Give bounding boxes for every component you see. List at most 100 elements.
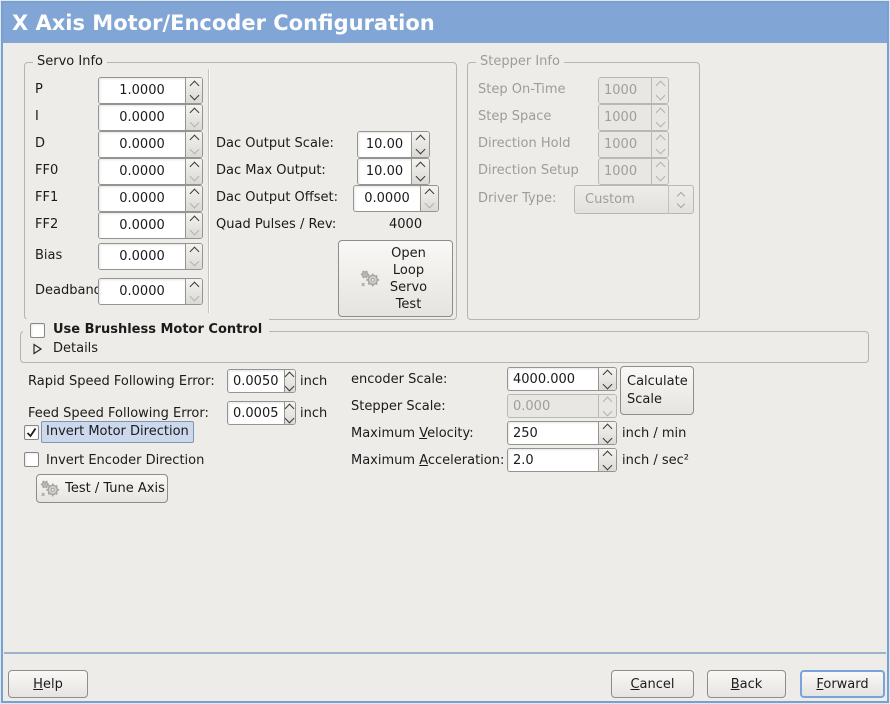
ff2-input[interactable]: 0.0000 <box>99 213 185 238</box>
spin-down-button[interactable] <box>189 198 199 209</box>
spin-up-button[interactable] <box>189 188 199 199</box>
feed-error-spinbox: 0.0005 <box>227 401 296 425</box>
spin-up-button[interactable] <box>284 371 295 381</box>
use-brushless-checkbox[interactable] <box>30 322 45 338</box>
feed-error-unit: inch <box>300 406 328 421</box>
details-label: Details <box>53 341 99 356</box>
d-spinbox: 0.0000 <box>98 131 203 158</box>
direction-hold-input: 1000 <box>599 132 651 157</box>
calculate-scale-button[interactable]: Calculate Scale <box>620 366 694 415</box>
help-label: Help <box>33 676 63 692</box>
spin-down-button[interactable] <box>415 171 426 182</box>
spin-down-button <box>655 117 665 128</box>
spin-down-button[interactable] <box>189 117 199 128</box>
param-label-ff2: FF2 <box>35 217 59 232</box>
max-velocity-spinbox: 250 <box>507 421 617 445</box>
max-velocity-input[interactable]: 250 <box>508 422 598 444</box>
param-label-deadband: Deadband <box>35 283 102 298</box>
ff0-input[interactable]: 0.0000 <box>99 159 185 184</box>
spin-up-button[interactable] <box>602 423 613 433</box>
spin-up-button[interactable] <box>189 80 199 91</box>
encoder-scale-label: encoder Scale: <box>351 372 448 387</box>
p-input[interactable]: 1.0000 <box>99 78 185 103</box>
dac-max-output-input[interactable]: 10.00 <box>358 159 411 184</box>
invert-encoder-label[interactable]: Invert Encoder Direction <box>46 453 205 468</box>
direction-setup-input: 1000 <box>599 159 651 184</box>
servo-frame-divider <box>208 69 210 313</box>
bias-input[interactable]: 0.0000 <box>99 244 185 269</box>
rapid-error-input[interactable]: 0.0050 <box>228 370 284 392</box>
max-accel-input[interactable]: 2.0 <box>508 449 598 471</box>
spin-down-button[interactable] <box>602 433 613 443</box>
help-button[interactable]: Help <box>8 670 88 698</box>
step-on-time-input: 1000 <box>599 78 651 103</box>
spin-down-button[interactable] <box>189 90 199 101</box>
spin-up-button[interactable] <box>189 246 199 257</box>
deadband-input[interactable]: 0.0000 <box>99 279 185 304</box>
dac-max-output-label: Dac Max Output: <box>216 163 326 178</box>
max-velocity-label: Maximum Velocity: <box>351 426 474 441</box>
i-spinbox: 0.0000 <box>98 104 203 131</box>
spin-up-button <box>655 80 665 91</box>
open-loop-servo-test-button[interactable]: Open Loop Servo Test <box>338 240 453 317</box>
max-accel-spinbox: 2.0 <box>507 448 617 472</box>
use-brushless-label: Use Brushless Motor Control <box>53 322 263 337</box>
param-label-p: P <box>35 82 43 97</box>
spin-down-button[interactable] <box>189 256 199 267</box>
spin-up-button <box>602 396 613 406</box>
spin-up-button[interactable] <box>189 161 199 172</box>
invert-motor-checkbox[interactable] <box>24 425 39 440</box>
back-button[interactable]: Back <box>707 670 786 698</box>
spin-up-button[interactable] <box>424 188 435 199</box>
invert-encoder-checkbox[interactable] <box>24 452 39 467</box>
invert-motor-label[interactable]: Invert Motor Direction <box>41 421 194 443</box>
spin-down-button[interactable] <box>189 171 199 182</box>
dac-output-offset-input[interactable]: 0.0000 <box>354 186 420 211</box>
spin-up-button[interactable] <box>284 403 295 413</box>
cancel-button[interactable]: Cancel <box>611 670 694 698</box>
spin-up-button[interactable] <box>189 134 199 145</box>
max-velocity-unit: inch / min <box>622 426 687 441</box>
spin-up-button <box>655 107 665 118</box>
spin-down-button[interactable] <box>602 460 613 470</box>
spin-up-button[interactable] <box>602 369 613 379</box>
spin-up-button[interactable] <box>415 161 426 172</box>
spin-up-button[interactable] <box>189 107 199 118</box>
deadband-spinbox: 0.0000 <box>98 278 203 305</box>
forward-button[interactable]: Forward <box>800 670 885 698</box>
spin-down-button[interactable] <box>189 225 199 236</box>
spin-down-button <box>655 171 665 182</box>
spin-down-button <box>655 90 665 101</box>
details-expander[interactable]: Details <box>33 341 98 357</box>
spin-up-button[interactable] <box>189 215 199 226</box>
spin-down-button[interactable] <box>284 413 295 423</box>
d-input[interactable]: 0.0000 <box>99 132 185 157</box>
param-label-ff0: FF0 <box>35 163 59 178</box>
spin-down-button[interactable] <box>189 291 199 302</box>
spin-up-button[interactable] <box>415 134 426 145</box>
feed-error-label: Feed Speed Following Error: <box>28 406 209 421</box>
feed-error-input[interactable]: 0.0005 <box>228 402 284 424</box>
spin-down-button[interactable] <box>189 144 199 155</box>
param-label-d: D <box>35 136 46 151</box>
spin-down-button[interactable] <box>424 198 435 209</box>
driver-type-dropdown: Custom <box>574 185 694 214</box>
spin-up-button[interactable] <box>189 281 199 292</box>
spin-up-button[interactable] <box>602 450 613 460</box>
stepper-info-frame-label: Stepper Info <box>476 54 564 70</box>
encoder-scale-input[interactable]: 4000.000 <box>508 368 598 390</box>
spin-down-button[interactable] <box>415 144 426 155</box>
forward-label: Forward <box>816 676 869 692</box>
spin-down-button[interactable] <box>284 381 295 391</box>
stepper-info-frame: Stepper Info Step On-Time 1000 Step Spac… <box>467 54 700 320</box>
dac-output-offset-spinbox: 0.0000 <box>353 185 439 212</box>
spin-down-button[interactable] <box>602 379 613 389</box>
test-tune-axis-button[interactable]: Test / Tune Axis <box>36 474 168 503</box>
step-on-time-spinbox: 1000 <box>598 77 669 104</box>
dac-output-scale-input[interactable]: 10.00 <box>358 132 411 157</box>
max-accel-unit: inch / sec² <box>622 453 690 468</box>
i-input[interactable]: 0.0000 <box>99 105 185 130</box>
dropdown-arrows-icon <box>668 186 693 213</box>
ff1-input[interactable]: 0.0000 <box>99 186 185 211</box>
